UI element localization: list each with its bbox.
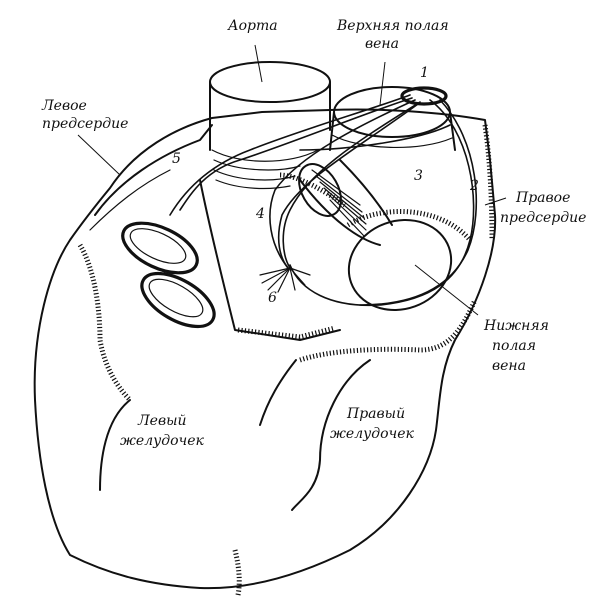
leader-ivc: [414, 264, 479, 316]
marker-2: 2: [469, 178, 479, 194]
leader-left-atrium: [77, 134, 121, 176]
inferior-vena-cava: [346, 209, 472, 312]
label-left-ventricle-2: желудочек: [120, 433, 205, 449]
heart-outline: [33, 108, 497, 590]
label-svc-1: Верхняя полая: [336, 18, 449, 34]
label-left-ventricle-1: Левый: [137, 413, 187, 429]
leader-right-atrium: [484, 197, 507, 206]
label-right-ventricle-1: Правый: [346, 406, 405, 422]
left-groove-hatch: [77, 243, 132, 402]
pulmonary-vein-upper: [121, 221, 199, 275]
sinus-node: [400, 86, 448, 106]
label-left-atrium-1: Левое: [41, 98, 87, 114]
label-aorta: Аорта: [227, 18, 278, 34]
label-right-ventricle-2: желудочек: [330, 426, 415, 442]
left-atrium-inner: [89, 169, 171, 231]
marker-3: 3: [414, 168, 423, 184]
marker-6: 6: [268, 290, 277, 306]
left-ventricle-groove: [99, 399, 131, 491]
label-right-atrium-1: Правое: [515, 190, 570, 206]
superior-vena-cava: [329, 86, 456, 151]
label-ivc-1: Нижняя: [483, 318, 549, 334]
av-node: [259, 267, 311, 293]
left-atrium-contour: [94, 124, 213, 216]
label-ivc-2: полая: [492, 338, 536, 354]
marker-1: 1: [420, 65, 429, 81]
coronary-sinus: [298, 159, 393, 246]
right-ventricle-groove: [259, 359, 297, 426]
label-ivc-3: вена: [492, 358, 526, 374]
pulmonary-vein-lower: [140, 271, 216, 329]
posterior-groove: [291, 359, 371, 511]
label-svc-2: вена: [365, 36, 399, 52]
conduction-tracts: [169, 94, 478, 307]
marker-5: 5: [172, 151, 181, 167]
septum-outline: [199, 179, 341, 341]
leader-svc: [379, 61, 386, 106]
label-left-atrium-2: предсердие: [42, 116, 128, 132]
apex-hatch: [232, 549, 242, 596]
label-right-atrium-2: предсердие: [500, 210, 586, 226]
right-atrium-edge-hatch: [482, 124, 495, 241]
leader-aorta: [254, 44, 263, 83]
septum-base-hatch: [237, 325, 336, 340]
marker-4: 4: [255, 206, 265, 222]
